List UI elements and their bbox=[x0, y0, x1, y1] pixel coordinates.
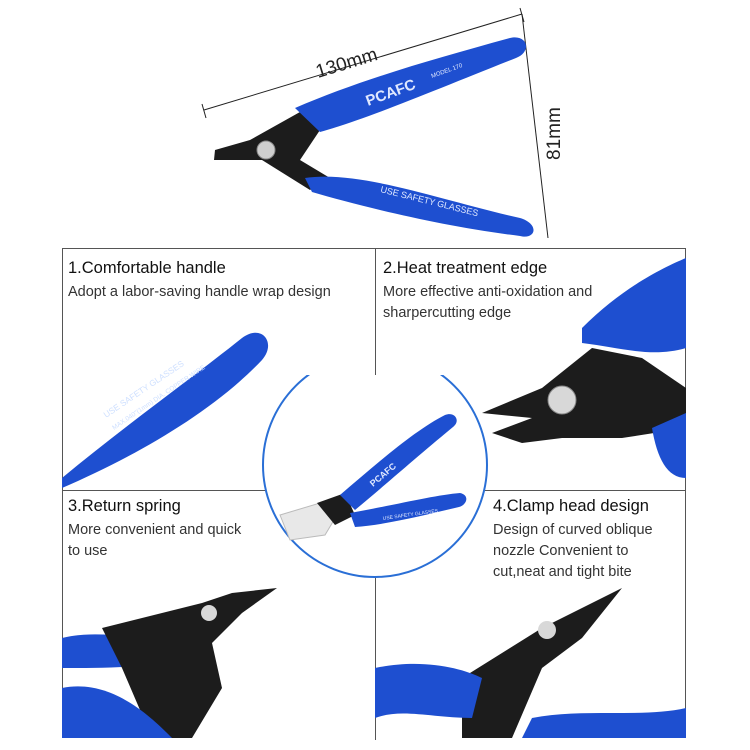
feature-3: 3.Return spring More convenient and quic… bbox=[68, 497, 248, 562]
center-circle-illustration: PCAFC USE SAFETY GLASSES bbox=[262, 375, 488, 578]
top-product-illustration: 130mm 81mm PCAFC MODEL 170 USE SAFETY GL… bbox=[201, 7, 565, 239]
feature-desc: Adopt a labor-saving handle wrap design bbox=[68, 284, 331, 300]
feature-2: 2.Heat treatment edge More effective ant… bbox=[383, 259, 653, 324]
jaw-closeup bbox=[102, 588, 277, 738]
jaw bbox=[317, 493, 355, 525]
upper-handle bbox=[295, 37, 527, 132]
handle-closeup bbox=[62, 332, 269, 488]
handle bbox=[375, 663, 482, 718]
pivot bbox=[201, 605, 217, 621]
pivot bbox=[256, 140, 276, 160]
feature-desc: More convenient and quick to use bbox=[68, 522, 242, 559]
pivot bbox=[538, 621, 556, 639]
feature-title: 1.Comfortable handle bbox=[68, 259, 226, 277]
jaw-closeup bbox=[462, 588, 622, 738]
feature-title: 4.Clamp head design bbox=[493, 497, 649, 515]
feature-illustrations: USE SAFETY GLASSES MAX.040"(1mm) DIA. CO… bbox=[62, 258, 686, 738]
feature-desc: More effective anti-oxidation and sharpe… bbox=[383, 284, 593, 321]
lower-handle bbox=[350, 493, 467, 527]
feature-title: 3.Return spring bbox=[68, 497, 181, 515]
handle bbox=[62, 686, 172, 738]
feature-grid bbox=[62, 248, 686, 738]
pivot bbox=[547, 385, 577, 415]
feature-1: 1.Comfortable handle Adopt a labor-savin… bbox=[68, 259, 358, 303]
upper-handle bbox=[340, 414, 457, 510]
length-dimension-line bbox=[203, 13, 523, 111]
divider bbox=[375, 248, 376, 490]
feature-title: 2.Heat treatment edge bbox=[383, 259, 548, 277]
height-dimension-line bbox=[521, 13, 549, 239]
length-label: 130mm bbox=[313, 44, 380, 83]
handle bbox=[522, 708, 686, 738]
lower-handle bbox=[305, 176, 534, 237]
feature-desc: Design of curved oblique nozzle Convenie… bbox=[493, 522, 653, 580]
jaw-closeup bbox=[482, 348, 686, 443]
divider bbox=[375, 570, 376, 740]
handle bbox=[582, 258, 686, 353]
feature-4: 4.Clamp head design Design of curved obl… bbox=[493, 497, 683, 583]
handle bbox=[652, 413, 686, 478]
height-label: 81mm bbox=[544, 107, 565, 160]
